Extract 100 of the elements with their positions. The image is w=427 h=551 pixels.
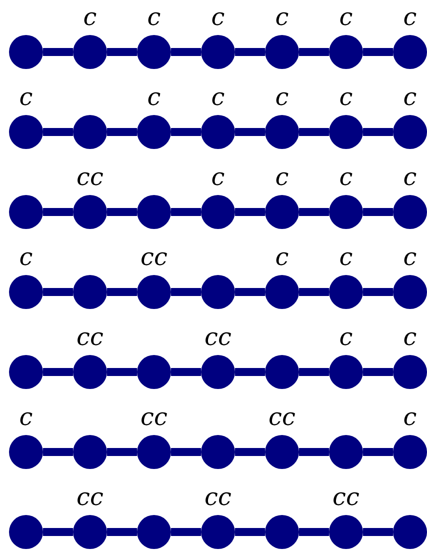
- node-circle: [137, 355, 171, 389]
- node-circle: [265, 275, 299, 309]
- node-label: c: [211, 5, 225, 29]
- node-label: c: [403, 85, 417, 109]
- connector-line: [107, 368, 137, 376]
- node-label: c: [19, 245, 33, 269]
- connector-line: [299, 48, 329, 56]
- node-label: c: [403, 245, 417, 269]
- connector-line: [363, 448, 393, 456]
- node-circle: [9, 275, 43, 309]
- node-circle: [329, 35, 363, 69]
- node-label: cc: [76, 325, 104, 349]
- connector-line: [235, 448, 265, 456]
- node-circle: [265, 195, 299, 229]
- connector-line: [171, 368, 201, 376]
- node-circle: [73, 115, 107, 149]
- node-label: c: [403, 325, 417, 349]
- connector-line: [235, 368, 265, 376]
- node-circle: [201, 115, 235, 149]
- connector-line: [363, 528, 393, 536]
- node-label: c: [339, 85, 353, 109]
- node-circle: [393, 515, 427, 549]
- connector-line: [363, 368, 393, 376]
- node-label: cc: [140, 405, 168, 429]
- node-circle: [137, 275, 171, 309]
- node-label: c: [211, 85, 225, 109]
- node-circle: [201, 195, 235, 229]
- node-circle: [201, 35, 235, 69]
- node-circle: [329, 195, 363, 229]
- connector-line: [43, 368, 73, 376]
- node-circle: [393, 435, 427, 469]
- node-circle: [73, 515, 107, 549]
- node-label: c: [275, 245, 289, 269]
- connector-line: [171, 528, 201, 536]
- connector-line: [43, 528, 73, 536]
- node-label: c: [83, 5, 97, 29]
- node-circle: [265, 515, 299, 549]
- connector-line: [363, 208, 393, 216]
- node-circle: [265, 355, 299, 389]
- node-label: c: [339, 245, 353, 269]
- node-label: c: [403, 405, 417, 429]
- node-label: c: [403, 5, 417, 29]
- connector-line: [171, 128, 201, 136]
- connector-line: [299, 448, 329, 456]
- connector-line: [363, 48, 393, 56]
- node-circle: [73, 195, 107, 229]
- node-circle: [265, 115, 299, 149]
- node-circle: [265, 435, 299, 469]
- node-circle: [9, 515, 43, 549]
- connector-line: [299, 128, 329, 136]
- node-label: cc: [332, 485, 360, 509]
- connector-line: [171, 448, 201, 456]
- node-circle: [329, 355, 363, 389]
- connector-line: [235, 288, 265, 296]
- connector-line: [235, 528, 265, 536]
- node-circle: [201, 515, 235, 549]
- node-label: cc: [204, 325, 232, 349]
- connector-line: [363, 128, 393, 136]
- node-circle: [393, 115, 427, 149]
- connector-line: [363, 288, 393, 296]
- node-circle: [73, 35, 107, 69]
- node-label: c: [275, 5, 289, 29]
- node-label: cc: [268, 405, 296, 429]
- connector-line: [107, 528, 137, 536]
- node-label: cc: [76, 165, 104, 189]
- node-label: cc: [76, 485, 104, 509]
- node-label: c: [147, 5, 161, 29]
- node-circle: [9, 35, 43, 69]
- node-circle: [329, 275, 363, 309]
- node-circle: [265, 35, 299, 69]
- node-circle: [9, 355, 43, 389]
- connector-line: [171, 48, 201, 56]
- node-circle: [9, 195, 43, 229]
- node-circle: [137, 35, 171, 69]
- connector-line: [107, 208, 137, 216]
- node-circle: [329, 435, 363, 469]
- connector-line: [299, 288, 329, 296]
- node-circle: [329, 515, 363, 549]
- connector-line: [171, 208, 201, 216]
- connector-line: [235, 208, 265, 216]
- connector-line: [107, 448, 137, 456]
- connector-line: [43, 48, 73, 56]
- node-label: c: [339, 165, 353, 189]
- node-circle: [9, 115, 43, 149]
- connector-line: [43, 208, 73, 216]
- node-circle: [201, 355, 235, 389]
- node-circle: [9, 435, 43, 469]
- node-label: c: [339, 5, 353, 29]
- node-circle: [201, 275, 235, 309]
- node-circle: [73, 435, 107, 469]
- connector-line: [299, 208, 329, 216]
- node-circle: [73, 355, 107, 389]
- node-circle: [393, 355, 427, 389]
- node-circle: [201, 435, 235, 469]
- node-label: cc: [140, 245, 168, 269]
- connector-line: [235, 128, 265, 136]
- node-circle: [329, 115, 363, 149]
- node-label: cc: [204, 485, 232, 509]
- node-circle: [137, 515, 171, 549]
- connector-line: [299, 368, 329, 376]
